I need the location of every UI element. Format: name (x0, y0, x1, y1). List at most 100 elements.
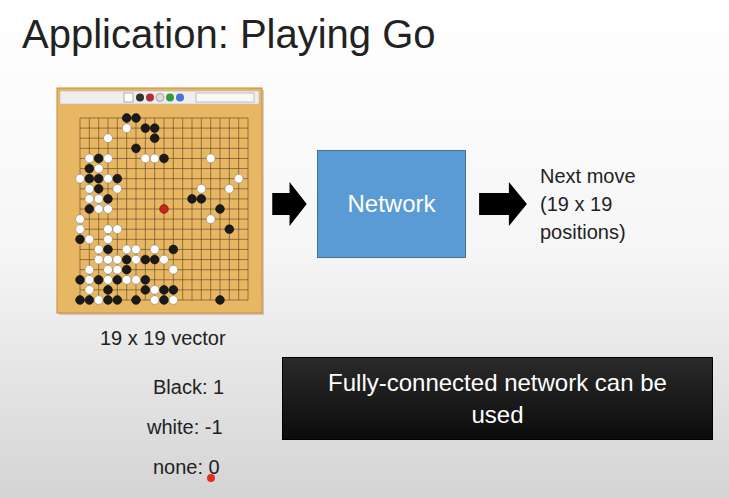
go-stone (216, 205, 225, 214)
go-stone (113, 265, 122, 274)
go-stone (85, 285, 94, 294)
go-stone (113, 174, 122, 183)
board-toolbar (60, 91, 259, 104)
go-stone (94, 194, 103, 203)
go-stone (169, 265, 178, 274)
go-stone (94, 184, 103, 193)
toolbar-icon (176, 94, 184, 102)
go-stone (104, 225, 113, 234)
go-stone (132, 144, 141, 153)
go-stone (113, 225, 122, 234)
output-text: Next move (19 x 19 positions) (540, 150, 670, 258)
box-text: Network (347, 190, 435, 218)
go-stone (206, 154, 215, 163)
go-stone (141, 255, 150, 264)
go-stone (85, 184, 94, 193)
go-stone (104, 235, 113, 244)
go-stone (94, 205, 103, 214)
go-stone (104, 296, 113, 305)
go-stone (104, 285, 113, 294)
go-stone (141, 124, 150, 133)
go-stone (141, 285, 150, 294)
go-stone (113, 255, 122, 264)
board-grid (80, 118, 248, 300)
go-stone (132, 296, 141, 305)
go-stone (141, 154, 150, 163)
go-stone (188, 194, 197, 203)
go-stone (94, 255, 103, 264)
go-stone (113, 275, 122, 284)
go-stone (85, 265, 94, 274)
slide-title: Application: Playing Go (22, 12, 436, 57)
network-box: Network (317, 150, 466, 258)
go-stone (169, 245, 178, 254)
toolbar-nav (196, 93, 254, 102)
go-stone (150, 154, 159, 163)
go-stone (94, 275, 103, 284)
encoding-label: Black: 1 (153, 376, 224, 399)
go-stone (94, 164, 103, 173)
go-stone (76, 174, 85, 183)
go-stone (104, 255, 113, 264)
go-stone (216, 296, 225, 305)
go-stone (141, 275, 150, 284)
go-stone (85, 154, 94, 163)
toolbar-icon (136, 94, 144, 102)
go-stone (85, 164, 94, 173)
go-stone (104, 265, 113, 274)
go-stone (76, 275, 85, 284)
go-stone (94, 174, 103, 183)
go-stone (113, 296, 122, 305)
go-stone (94, 154, 103, 163)
output-label: Next move (19 x 19 positions) (540, 162, 670, 246)
go-stone (76, 215, 85, 224)
go-stone (94, 245, 103, 254)
go-stone (132, 275, 141, 284)
go-stone (94, 296, 103, 305)
go-stone (225, 184, 234, 193)
go-stone (104, 275, 113, 284)
toolbar-icon (124, 93, 133, 102)
go-stone (150, 245, 159, 254)
go-stone (150, 255, 159, 264)
go-stone (104, 134, 113, 143)
go-stone (85, 275, 94, 284)
go-stone (160, 296, 169, 305)
go-stone (104, 205, 113, 214)
go-stone (76, 235, 85, 244)
board-stones (76, 114, 243, 305)
go-stone (132, 114, 141, 123)
go-board: 19 x 19 vector (57, 88, 262, 313)
go-stone (160, 255, 169, 264)
encoding-label: white: -1 (147, 416, 223, 439)
go-stone (122, 124, 131, 133)
go-stone (197, 194, 206, 203)
go-stone (113, 184, 122, 193)
go-stone (85, 235, 94, 244)
go-stone (150, 296, 159, 305)
go-stone (104, 194, 113, 203)
go-stone (132, 245, 141, 254)
go-stone (197, 184, 206, 193)
go-stone (132, 255, 141, 264)
box-text: Fully-connected network can be used (299, 367, 696, 429)
go-stone (104, 154, 113, 163)
go-stone (85, 194, 94, 203)
go-stone (122, 114, 131, 123)
go-stone (122, 275, 131, 284)
go-stone (160, 154, 169, 163)
toolbar-icon (166, 94, 174, 102)
encoding-label: none: 0 (153, 456, 220, 479)
go-stone (76, 225, 85, 234)
go-stone (122, 245, 131, 254)
go-board (57, 88, 262, 313)
last-move-stone (160, 205, 169, 214)
go-stone (85, 205, 94, 214)
toolbar-icon (156, 94, 164, 102)
go-stone (150, 134, 159, 143)
go-stone (104, 245, 113, 254)
go-stone (150, 124, 159, 133)
go-stone (104, 174, 113, 183)
go-stone (85, 296, 94, 305)
block-arrow (272, 182, 307, 226)
